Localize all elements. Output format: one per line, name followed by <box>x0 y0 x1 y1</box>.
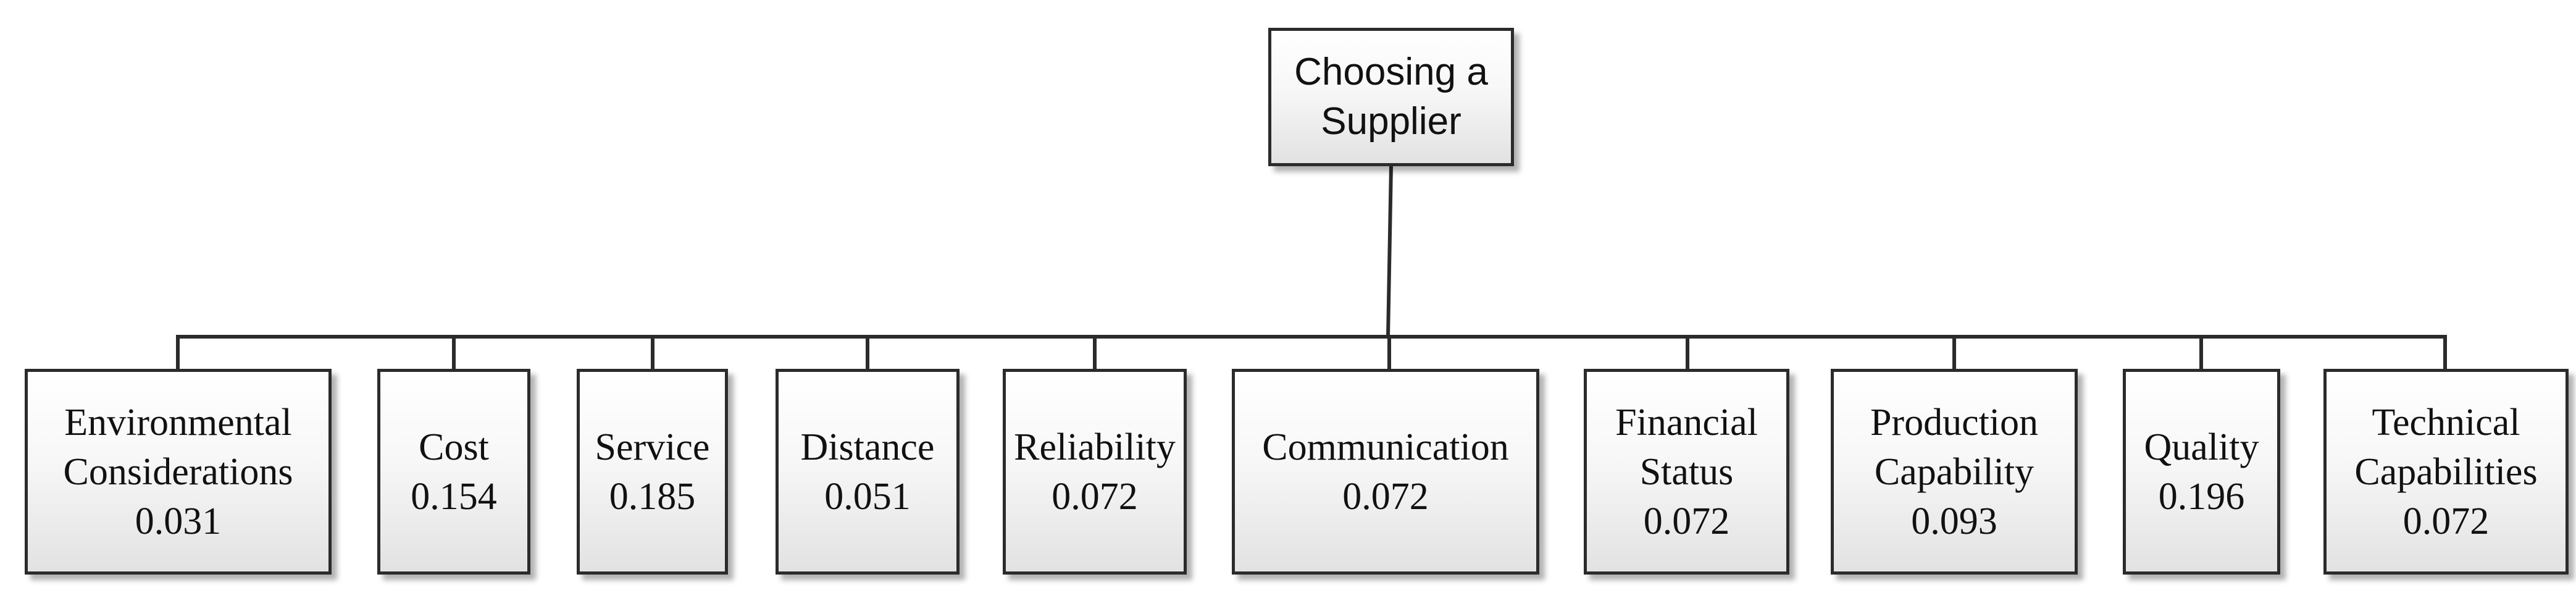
criterion-weight: 0.072 <box>1643 500 1730 542</box>
criterion-node-production-capability: Production Capability 0.093 <box>1831 369 2078 575</box>
criterion-name-line: Capability <box>1874 450 2034 493</box>
criterion-name-line: Financial <box>1615 401 1758 444</box>
criterion-node-communication: Communication 0.072 <box>1232 369 1539 575</box>
criterion-weight: 0.154 <box>411 475 497 518</box>
criterion-name-line: Status <box>1639 450 1734 493</box>
criterion-name-line: Quality <box>2144 426 2259 468</box>
criterion-name-line: Cost <box>419 426 489 468</box>
criterion-name-line: Production <box>1870 401 2039 444</box>
root-label-line-1: Choosing a <box>1294 51 1488 93</box>
criterion-node-technical-capabilities: Technical Capabilities 0.072 <box>2323 369 2569 575</box>
criterion-name-line: Service <box>595 426 710 468</box>
criterion-weight: 0.072 <box>2402 500 2490 542</box>
criterion-weight: 0.051 <box>824 475 911 518</box>
criterion-weight: 0.196 <box>2158 475 2245 518</box>
criterion-name-line: Technical <box>2372 401 2520 444</box>
criterion-weight: 0.072 <box>1342 475 1429 518</box>
criterion-name-line: Capabilities <box>2354 450 2538 493</box>
criterion-name-line: Considerations <box>63 450 293 493</box>
trunk-line <box>1386 164 1394 339</box>
criterion-weight: 0.072 <box>1052 475 1138 518</box>
criterion-name-line: Environmental <box>64 401 292 444</box>
criterion-name-line: Reliability <box>1014 426 1176 468</box>
criterion-node-quality: Quality 0.196 <box>2123 369 2280 575</box>
criterion-node-cost: Cost 0.154 <box>377 369 530 575</box>
criterion-node-reliability: Reliability 0.072 <box>1003 369 1187 575</box>
criterion-name-line: Communication <box>1262 426 1509 468</box>
criterion-weight: 0.031 <box>135 500 222 542</box>
criterion-node-environmental-considerations: Environmental Considerations 0.031 <box>25 369 332 575</box>
criterion-weight: 0.185 <box>609 475 696 518</box>
criterion-node-distance: Distance 0.051 <box>776 369 960 575</box>
criterion-node-financial-status: Financial Status 0.072 <box>1584 369 1789 575</box>
root-label-line-2: Supplier <box>1321 100 1462 143</box>
criterion-node-service: Service 0.185 <box>577 369 728 575</box>
root-node: Choosing a Supplier <box>1268 28 1514 166</box>
criterion-weight: 0.093 <box>1911 500 1997 542</box>
criterion-name-line: Distance <box>800 426 935 468</box>
